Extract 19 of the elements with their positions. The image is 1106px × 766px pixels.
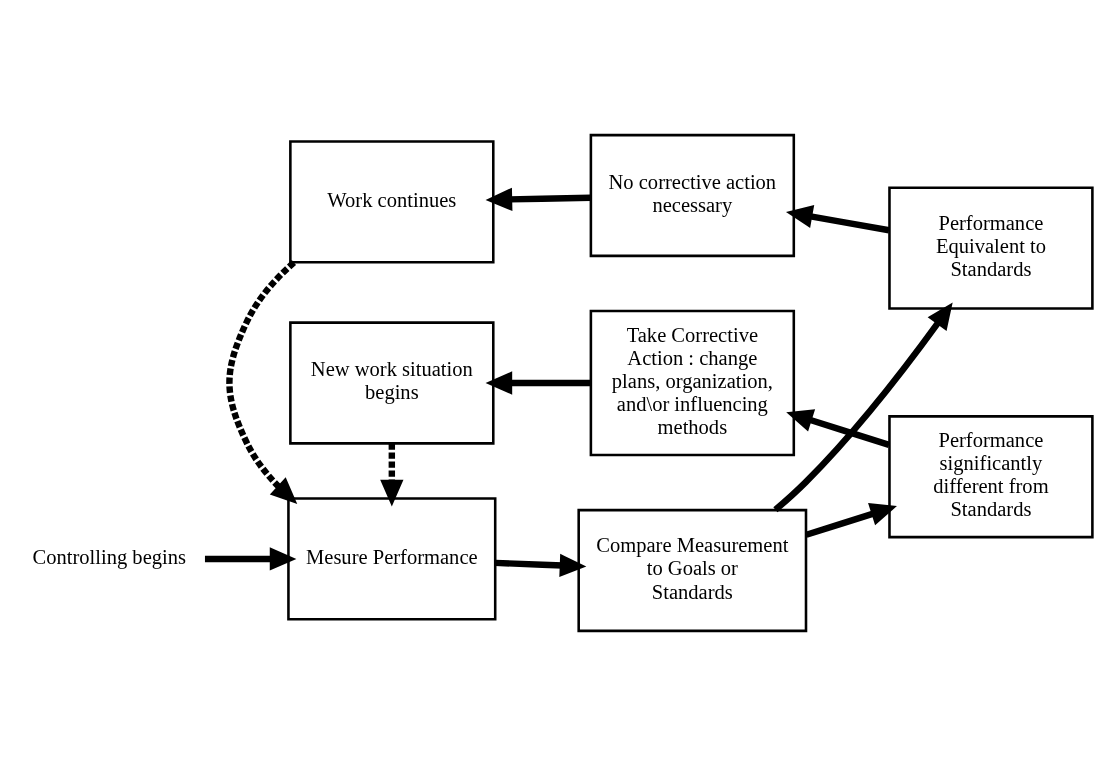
node-box: New work situation begins [289,321,495,445]
node-box: Performance Equivalent to Standards [888,186,1094,310]
arrow [380,443,404,507]
node-box: No corrective action necessary [589,133,796,258]
arrow [805,503,897,538]
arrow [226,260,298,505]
arrow [485,187,591,211]
node-box: Mesure Performance [287,497,497,621]
arrow [785,205,890,234]
node-box: Compare Measurement to Goals or Standards [577,508,808,633]
arrow [204,547,297,571]
node-box: Take Corrective Action : change plans, organization, and\or influencing methods [589,309,796,457]
node-text: Controlling begins [32,545,186,568]
arrow [786,409,890,448]
node-box: Work continues [289,140,495,264]
arrow [485,371,591,395]
arrow [495,553,587,578]
node-box: Performance significantly different from Standards [888,415,1094,539]
arrow [773,302,953,513]
